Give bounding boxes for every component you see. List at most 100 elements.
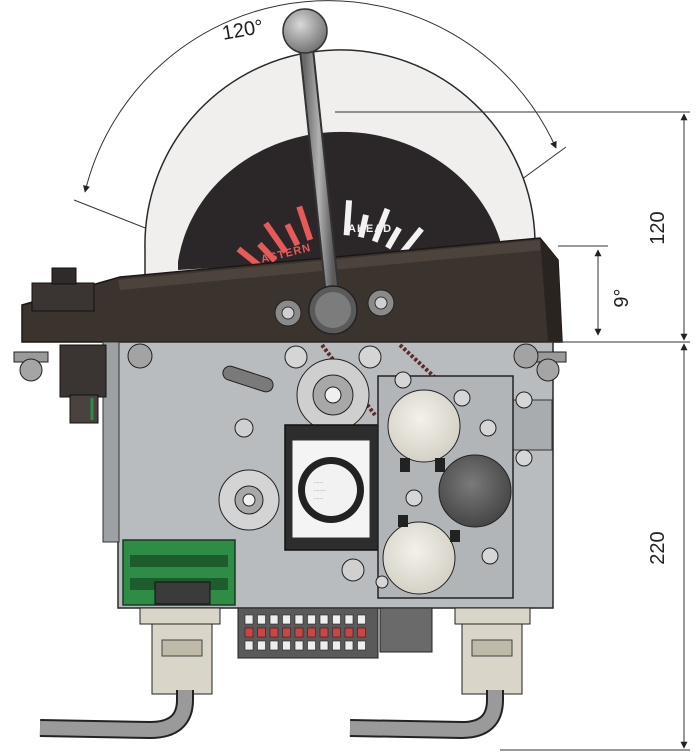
terminal-pin <box>332 614 341 625</box>
terminal-pin <box>344 614 354 625</box>
dial-tick <box>385 226 402 250</box>
terminal-pins <box>244 614 366 651</box>
terminal-pin <box>282 627 291 638</box>
terminal-pin <box>257 614 266 625</box>
top-height-label: 120 <box>647 211 669 244</box>
right-plug <box>461 623 523 695</box>
terminal-pin <box>269 627 279 638</box>
angle-arc <box>83 0 557 193</box>
plate-screw-left-head <box>281 306 295 320</box>
terminal-cover <box>379 607 433 653</box>
pot-clip-2 <box>435 458 445 472</box>
left-connector-cap <box>51 267 77 285</box>
angle-label: 120° <box>220 16 265 45</box>
right-plug-flange <box>454 607 531 625</box>
right-cable <box>349 690 502 738</box>
left-plug-flange <box>139 607 221 625</box>
housing-right-block <box>511 399 553 451</box>
plate-screw-4 <box>405 489 423 507</box>
terminal-pin <box>244 614 254 625</box>
terminal-pin <box>269 640 279 651</box>
plate-screw-right-head <box>374 296 388 310</box>
terminal-pin <box>319 640 329 651</box>
ahead-label: AHEAD <box>348 223 392 235</box>
terminal-pin <box>332 627 341 638</box>
dial-tick <box>257 241 278 263</box>
lever-pivot-cap <box>315 292 351 328</box>
right-plug-window <box>471 639 513 657</box>
terminal-pin <box>257 627 266 638</box>
left-plug-window <box>161 639 203 657</box>
potentiometer-top <box>387 389 461 463</box>
terminal-pin <box>357 640 366 651</box>
terminal-pin <box>257 640 266 651</box>
tilt-dimension: 9° <box>558 245 633 336</box>
housing-screw-tr <box>513 343 539 369</box>
plate-screw-5 <box>481 547 499 565</box>
terminal-pin <box>319 627 329 638</box>
body-height-label: 220 <box>647 531 669 564</box>
left-plug <box>151 623 213 695</box>
terminal-pin <box>357 614 366 625</box>
left-cable <box>39 690 192 738</box>
terminal-pin <box>294 640 304 651</box>
sensor-text-1: ······· <box>314 480 323 485</box>
small-gear <box>234 418 254 438</box>
plate-screw-3 <box>479 419 497 437</box>
housing-screw-tl <box>127 343 153 369</box>
lever-shaft[interactable] <box>299 29 339 306</box>
terminal-pin <box>244 640 254 651</box>
left-connector <box>31 282 95 312</box>
left-terminal-block <box>59 344 107 398</box>
pot-clip-4 <box>450 530 460 542</box>
left-mount-nut <box>19 358 43 382</box>
lever-knob[interactable] <box>282 8 328 54</box>
terminal-pin <box>307 614 316 625</box>
dial-tick <box>371 207 391 243</box>
sensor-text-3: ······· <box>314 496 323 501</box>
pulley-screw-b <box>358 345 382 369</box>
main-pulley-shaft <box>324 386 342 404</box>
plate-screw-1 <box>394 371 412 389</box>
potentiometer-bottom <box>382 521 456 595</box>
terminal-strip-top <box>130 555 228 567</box>
sensor-text-2: ········· <box>314 488 326 493</box>
dial-tick <box>343 200 353 236</box>
top-plate-side <box>540 238 562 342</box>
control-lever[interactable] <box>282 8 358 335</box>
slot-link <box>222 365 274 393</box>
terminal-pin <box>307 640 316 651</box>
board-connector <box>154 581 211 605</box>
terminal-pin <box>269 614 279 625</box>
terminal-pin <box>294 614 304 625</box>
plate-screw-2 <box>453 389 471 407</box>
terminal-pin <box>307 627 316 638</box>
housing-screw-bottom <box>341 558 365 582</box>
dial-tick <box>357 214 369 238</box>
terminal-pin <box>332 640 341 651</box>
height-dimensions: 120 220 <box>335 111 690 751</box>
terminal-pin <box>344 627 354 638</box>
pot-clip-3 <box>398 515 408 527</box>
terminal-pin <box>282 640 291 651</box>
right-mount-nut <box>536 358 560 382</box>
tilt-label: 9° <box>611 288 633 307</box>
pot-clip-1 <box>400 458 410 472</box>
housing: ······· ········· ······· <box>13 341 567 609</box>
left-terminal-lower <box>69 394 99 424</box>
dial-tick <box>296 205 314 241</box>
sensor-disc-face <box>305 464 357 516</box>
terminal-pin <box>357 627 366 638</box>
dial-tick <box>284 223 301 247</box>
dial-tick <box>263 221 289 254</box>
pulley-screw-a <box>284 345 308 369</box>
terminal-pin <box>344 640 354 651</box>
bottom-connectors <box>39 607 531 740</box>
side-screw-2 <box>515 449 533 467</box>
lower-pulley-shaft <box>242 493 256 507</box>
side-screw-1 <box>515 391 533 409</box>
terminal-pin <box>282 614 291 625</box>
terminal-pin <box>319 614 329 625</box>
potentiometer-middle <box>438 454 512 528</box>
